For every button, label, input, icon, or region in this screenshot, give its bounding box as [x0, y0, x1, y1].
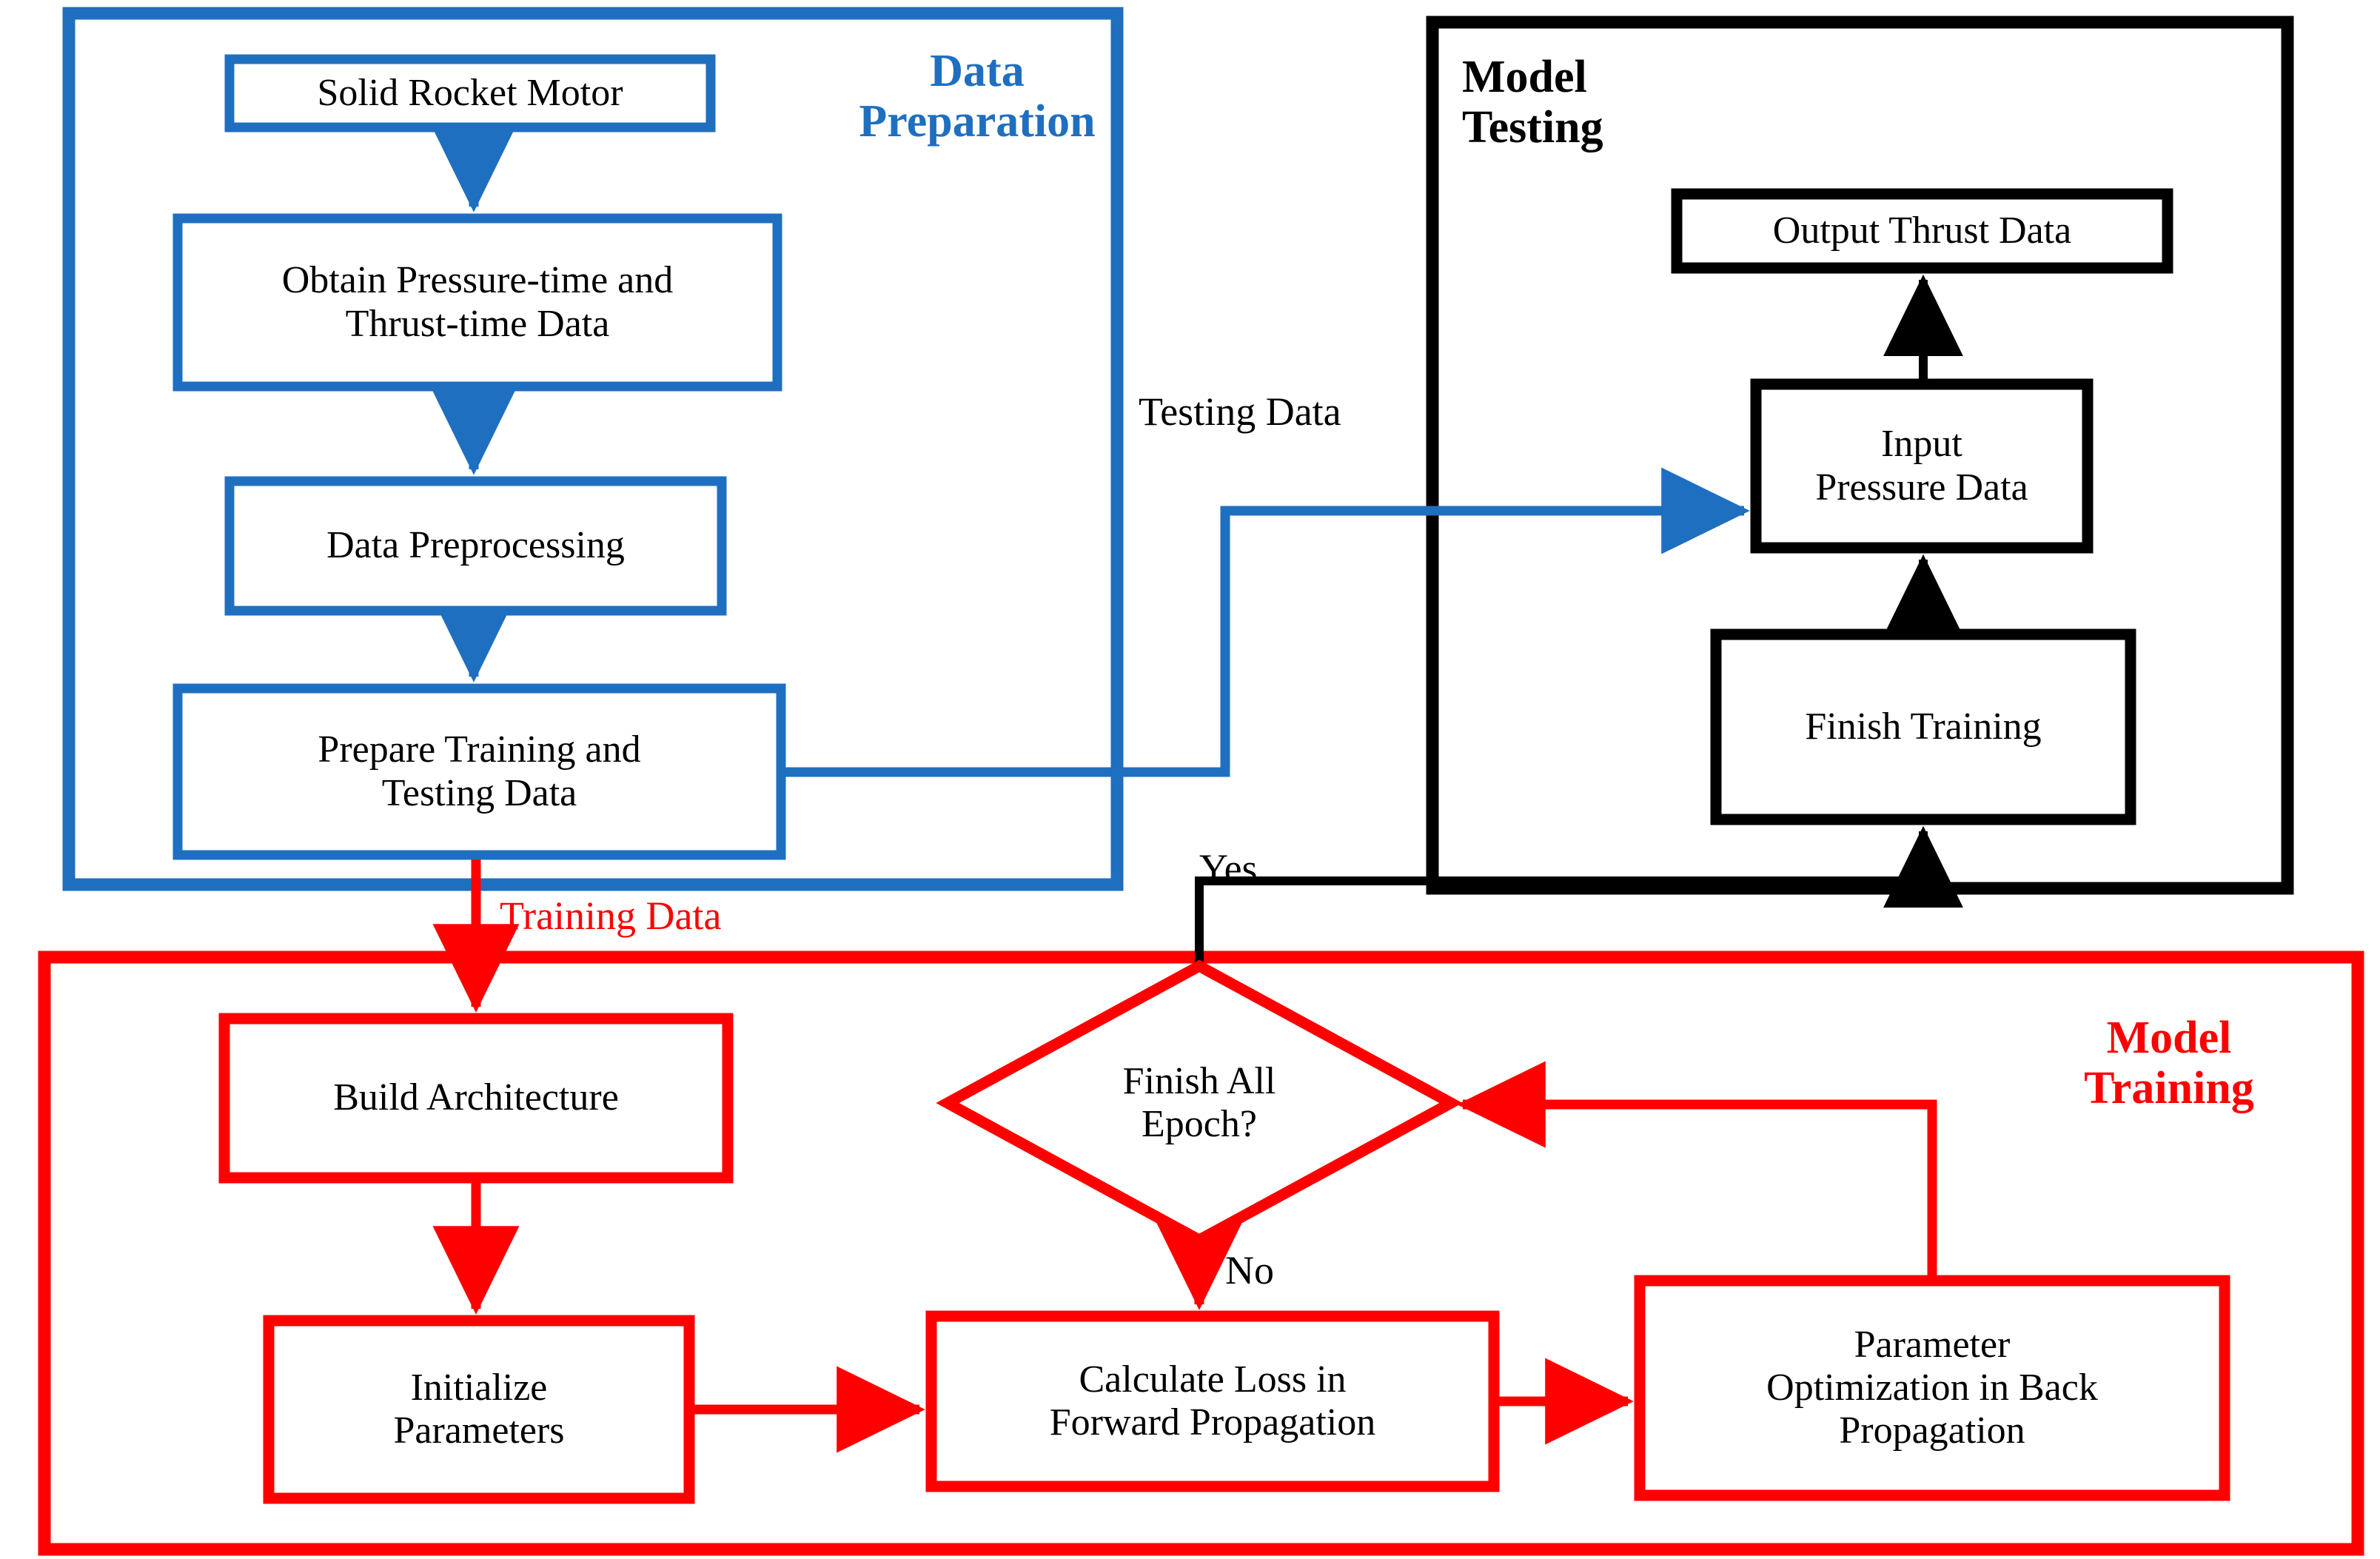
group-title-model-testing-line1: Model — [1462, 52, 1587, 102]
edge-label-training-data: Training Data — [500, 893, 721, 939]
node-finish-all-epoch[interactable] — [936, 959, 1463, 1247]
testing-data-text: Testing Data — [1139, 389, 1341, 434]
group-model-testing — [1426, 16, 2294, 895]
group-title-model-training-line1: Model — [2106, 1013, 2232, 1063]
edge-epoch-yes-to-finish-training — [1195, 825, 1963, 966]
edge-label-no: No — [1225, 1247, 1274, 1293]
group-title-model-testing-line2: Testing — [1462, 102, 1603, 153]
edge-label-yes: Yes — [1199, 845, 1258, 891]
group-data-preparation — [62, 7, 1124, 891]
group-title-model-training-line2: Training — [2084, 1063, 2254, 1114]
node-build-architecture[interactable] — [218, 1013, 734, 1184]
node-data-preprocessing[interactable] — [224, 476, 727, 616]
node-initialize-parameters[interactable] — [263, 1315, 695, 1504]
group-title-model-training: Model Training — [2051, 1013, 2287, 1113]
node-parameter-optimization[interactable] — [1634, 1275, 2230, 1501]
node-calculate-loss[interactable] — [925, 1310, 1500, 1492]
node-prepare-train-test[interactable] — [172, 683, 786, 860]
edge-param-opt-to-epoch — [1457, 1061, 1937, 1281]
node-input-pressure-data[interactable] — [1750, 378, 2094, 554]
edge-prepare-to-input-pressure — [781, 467, 1750, 777]
group-title-data-preparation-line2: Preparation — [859, 96, 1096, 147]
training-data-text: Training Data — [500, 894, 722, 938]
group-title-data-preparation: Data Preparation — [851, 46, 1103, 147]
yes-text: Yes — [1199, 846, 1258, 891]
group-title-model-testing: Model Testing — [1462, 52, 1684, 152]
node-solid-rocket-motor[interactable] — [224, 54, 716, 133]
no-text: No — [1225, 1248, 1274, 1293]
edge-label-testing-data: Testing Data — [1139, 389, 1341, 435]
node-output-thrust-data[interactable] — [1671, 188, 2173, 274]
node-obtain-data[interactable] — [172, 213, 782, 392]
group-title-data-preparation-line1: Data — [930, 46, 1025, 96]
node-finish-training[interactable] — [1710, 628, 2136, 825]
